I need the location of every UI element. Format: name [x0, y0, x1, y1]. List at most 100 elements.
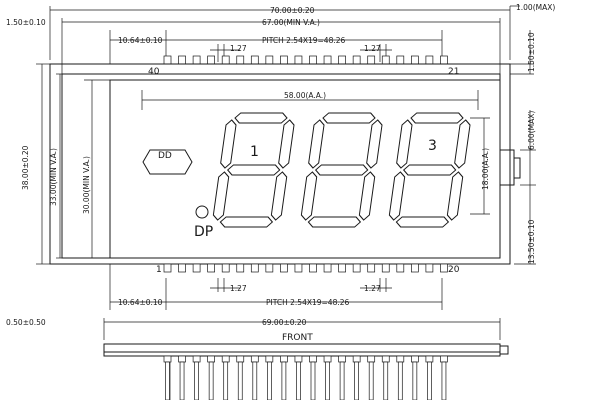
pin-front-leg: [223, 361, 229, 400]
pin-front-leg: [339, 361, 345, 400]
dim-overall-height: 38.00±0.20: [21, 145, 30, 190]
pin-label-20: 20: [448, 265, 460, 275]
pin-front-leg: [281, 361, 287, 400]
segment-b: [454, 119, 471, 169]
pin-front-leg: [427, 361, 432, 400]
pin-bottom: [411, 263, 419, 273]
dim-pitch-top: PITCH 2.54X19=48.26: [262, 36, 346, 45]
pin-top: [381, 55, 390, 65]
pin-front-leg: [354, 361, 359, 400]
digit3-label: 3: [428, 138, 437, 154]
pin-top: [440, 55, 448, 65]
pin-top: [221, 55, 230, 65]
dim-right-600: 6.00(MAX): [527, 111, 536, 150]
pin-front-leg: [441, 361, 447, 400]
digit1-label: 1: [250, 144, 259, 160]
segment-c: [270, 171, 288, 221]
pin-top: [294, 55, 303, 65]
pin-bottom: [338, 263, 346, 273]
pin-row-top: [163, 55, 448, 65]
pin-top: [163, 55, 172, 65]
pin-bottom: [192, 263, 201, 273]
segment-d: [395, 216, 450, 228]
pin-front-leg: [296, 361, 301, 400]
dim-front-offset: 0.50±0.50: [6, 318, 46, 327]
pin-label-21: 21: [448, 67, 459, 77]
pin-top: [396, 55, 405, 65]
dim-top-margin: 1.50±0.10: [6, 18, 46, 27]
pin-front-shoulder: [163, 355, 172, 363]
pin-front-shoulder: [323, 355, 332, 363]
segment-a: [410, 112, 464, 124]
dim-pin-offset-bottom: 10.64±0.10: [118, 298, 163, 307]
dim-min-va-width: 67.00(MIN V.A.): [262, 18, 320, 27]
pin-front-shoulder: [309, 355, 317, 363]
segment-d: [219, 216, 274, 228]
pin-front-leg: [412, 361, 418, 400]
dim-overall-width: 70.00±0.20: [270, 6, 315, 15]
dp-label: DP: [194, 224, 213, 240]
seven-segment-digits: [212, 112, 471, 228]
segment-f: [220, 119, 237, 169]
segment-g: [314, 164, 369, 176]
pin-bottom: [367, 263, 376, 273]
aa-dimension: 58.00(A.A.) 18.00(A.A.): [141, 90, 490, 215]
pin-front-shoulder: [207, 355, 215, 363]
pin-top: [236, 55, 245, 65]
pin-front-leg: [325, 361, 330, 400]
pin-front-shoulder: [250, 355, 259, 363]
segment-e: [212, 171, 230, 221]
pin-top: [338, 55, 346, 65]
pin-bottom: [396, 263, 405, 273]
segment-e: [300, 171, 318, 221]
dim-front-width: 69.00±0.20: [262, 318, 307, 327]
dim-max-thickness: 1.00(MAX): [516, 3, 555, 12]
pin-top: [367, 55, 376, 65]
pin-front-leg: [368, 361, 374, 400]
segment-g: [402, 164, 457, 176]
seven-segment-digit: [388, 112, 471, 228]
dim-pin-width-bl: 1.27: [230, 284, 247, 293]
segment-f: [396, 119, 413, 169]
dim-pin-width-tr: 1.27: [364, 44, 381, 53]
pin-top: [192, 55, 201, 65]
pin-top: [352, 55, 361, 65]
segment-f: [308, 119, 325, 169]
pin-front-shoulder: [280, 355, 288, 363]
pin-top: [425, 55, 434, 65]
pin-front-leg: [237, 361, 243, 400]
pin-label-1: 1: [156, 265, 162, 275]
dim-min-va-height: 33.00(MIN V.A.): [49, 148, 58, 206]
dim-pin-width-tl: 1.27: [230, 44, 247, 53]
pin-top: [250, 55, 259, 65]
dd-indicator: DD: [142, 149, 193, 175]
pin-front-shoulder: [192, 355, 201, 363]
pin-front-leg: [208, 361, 214, 400]
front-label: FRONT: [282, 333, 313, 343]
pin-front-leg: [252, 361, 258, 400]
pin-label-40: 40: [148, 67, 160, 77]
left-dimensions: 38.00±0.20 33.00(MIN V.A.) 30.00(MIN V.A…: [21, 63, 110, 265]
dim-right-150: 1.50±0.10: [527, 32, 536, 72]
pin-top: [265, 55, 274, 65]
seven-segment-digit: [212, 112, 295, 228]
dim-aa-width: 58.00(A.A.): [284, 91, 326, 100]
pin-bottom: [280, 263, 288, 273]
pin-front-shoulder: [221, 355, 230, 363]
pin-top: [309, 55, 317, 65]
pin-front-leg: [310, 361, 316, 400]
decimal-point: DP: [194, 205, 213, 240]
pin-bottom: [294, 263, 303, 273]
pin-front-shoulder: [294, 355, 303, 363]
dim-right-1350: 13.50±0.10: [527, 219, 536, 264]
pin-front-shoulder: [338, 355, 346, 363]
pin-front-shoulder: [425, 355, 434, 363]
pin-top: [411, 55, 419, 65]
pin-front-shoulder: [411, 355, 419, 363]
segment-g: [226, 164, 281, 176]
dd-label: DD: [158, 151, 172, 161]
pin-top: [178, 55, 186, 65]
segment-b: [278, 119, 295, 169]
